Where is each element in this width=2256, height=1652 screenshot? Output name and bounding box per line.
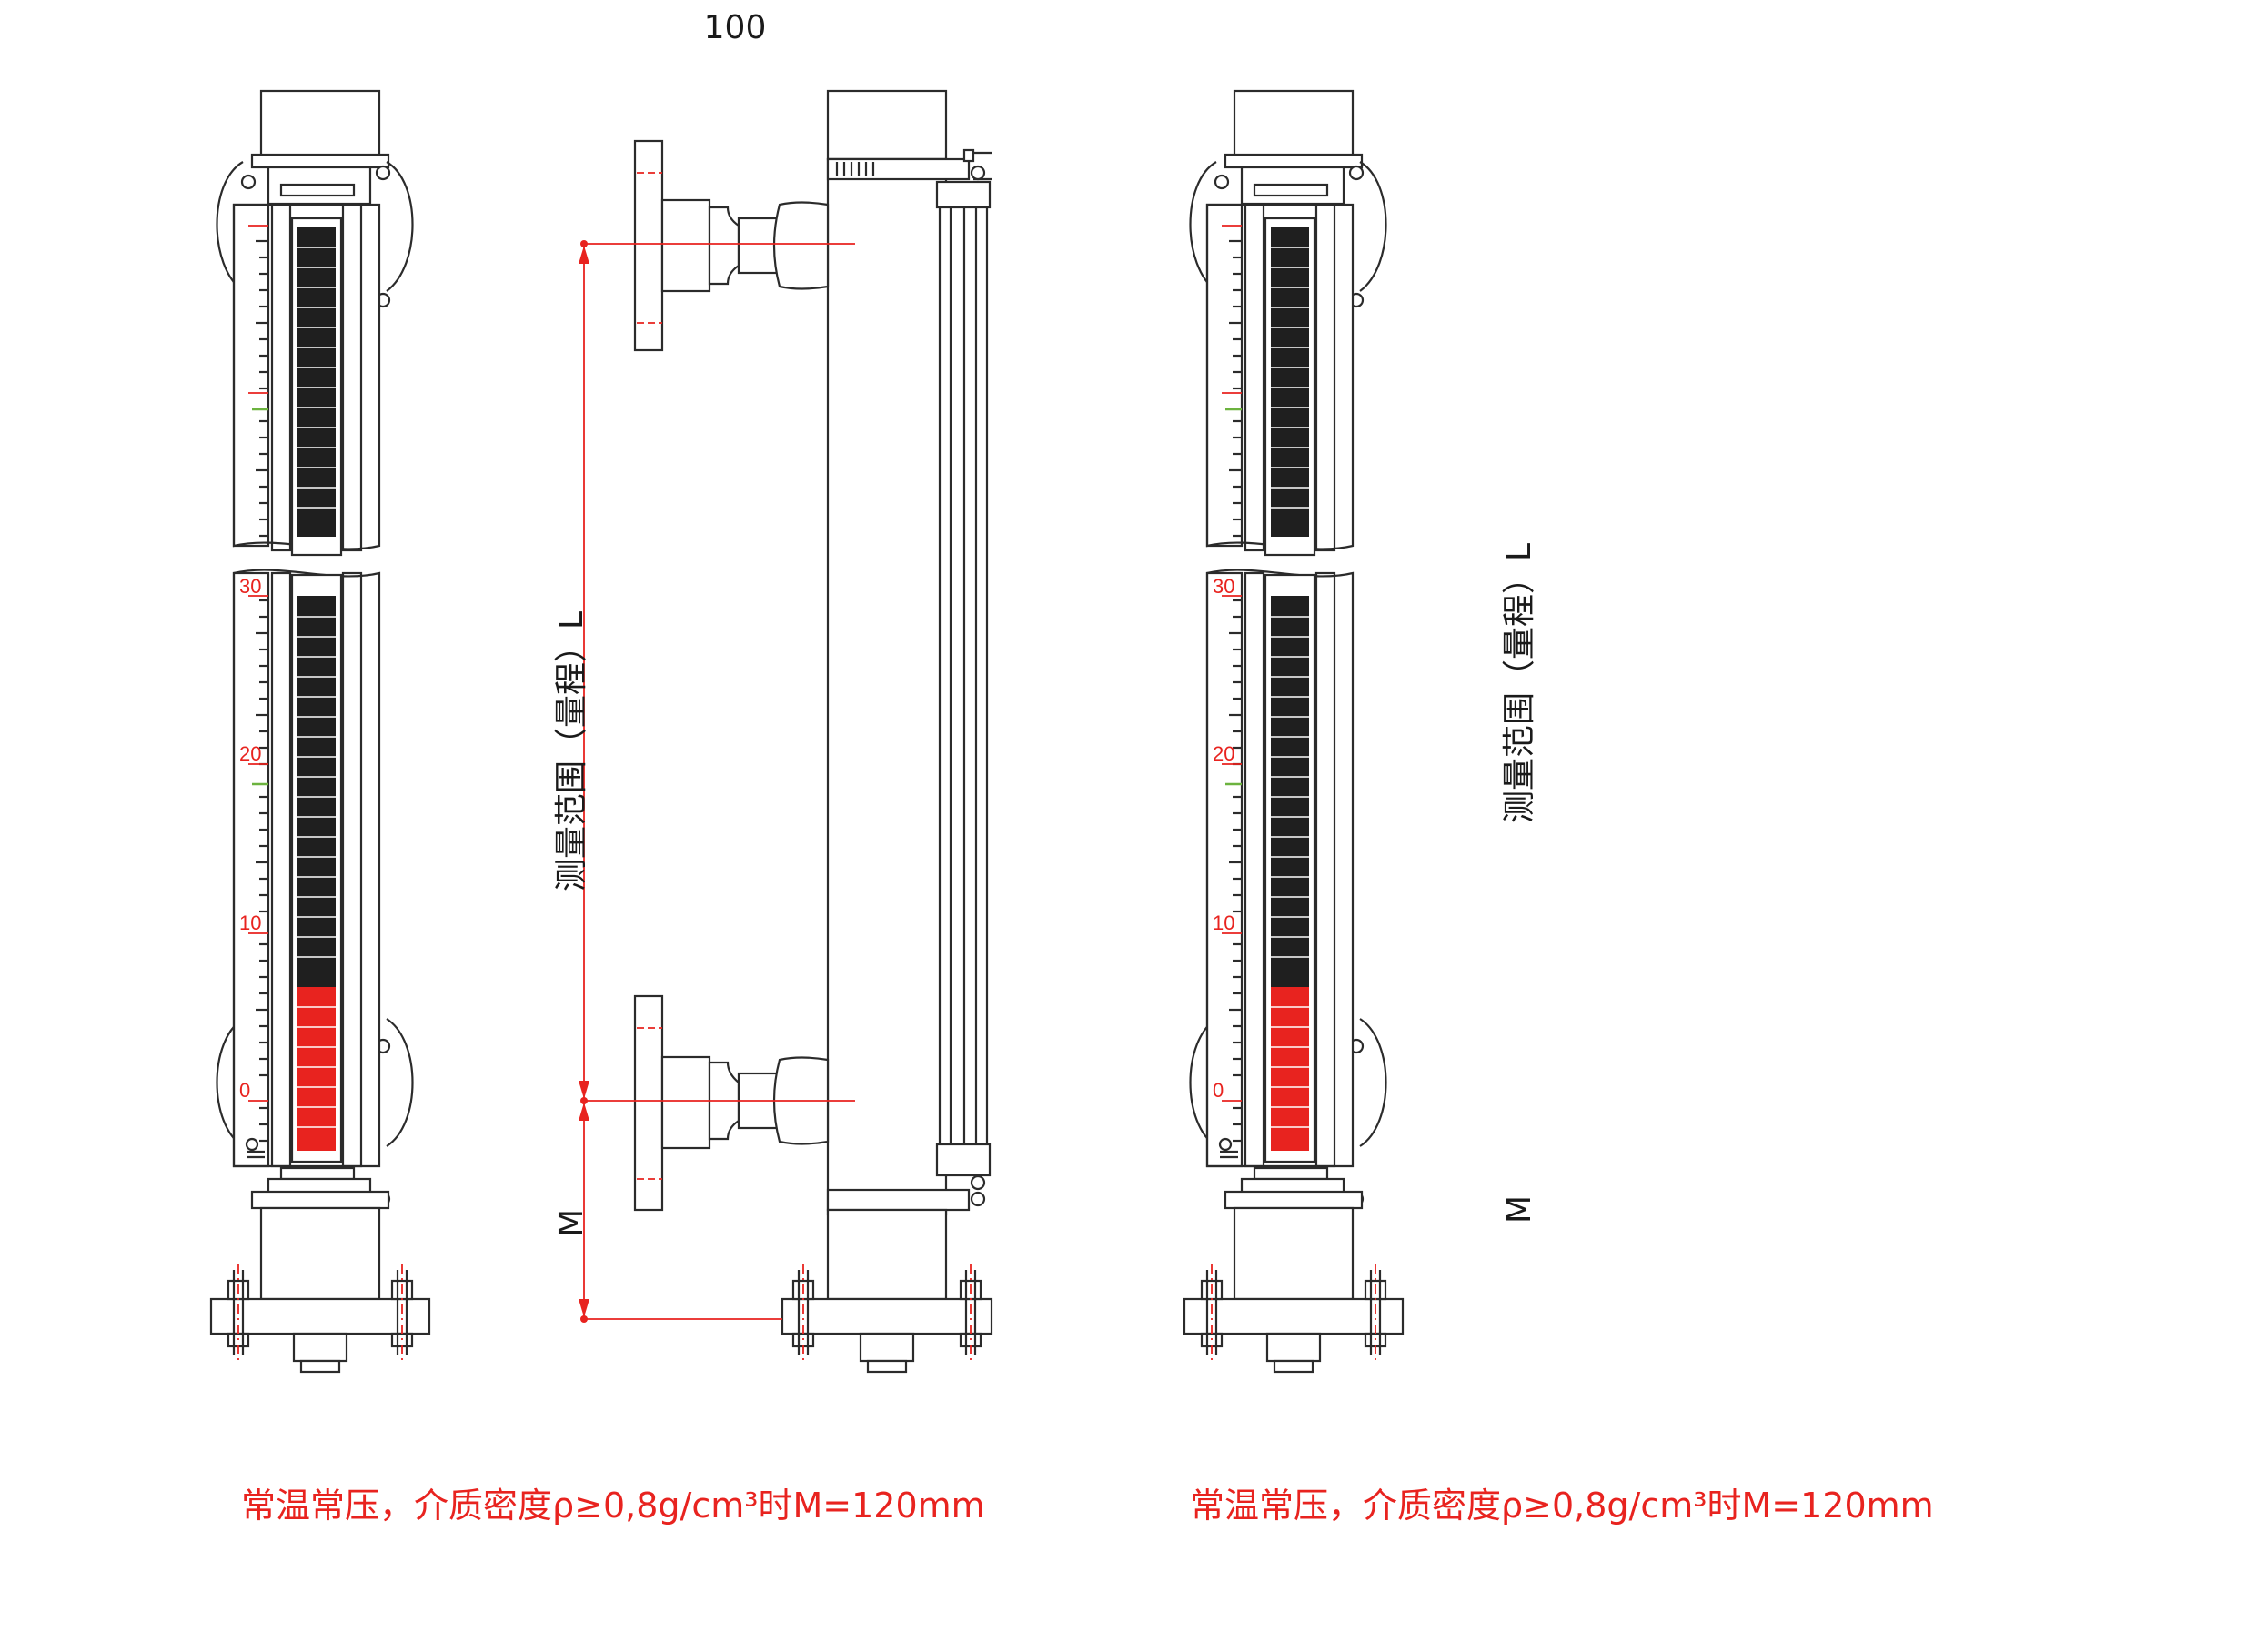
note-left: 常温常压，介质密度ρ≥0,8g/cm³时M=120mm bbox=[241, 1486, 985, 1526]
scale-label-30: 30 bbox=[1213, 575, 1234, 598]
scale-label-0: 0 bbox=[1213, 1079, 1224, 1102]
scale-label-20: 20 bbox=[239, 742, 261, 765]
scale-label-10: 10 bbox=[239, 912, 261, 934]
scale-label-10: 10 bbox=[1213, 912, 1234, 934]
dimension-top-label: 100 bbox=[704, 9, 767, 46]
gauge-front-left: 30 20 10 0 bbox=[209, 89, 431, 1374]
m-label-middle: M bbox=[553, 1209, 590, 1237]
m-label-right: M bbox=[1501, 1195, 1538, 1224]
measuring-range-label-right: 测量范围（量程）L bbox=[1501, 543, 1538, 823]
scale-label-0: 0 bbox=[239, 1079, 250, 1102]
gauge-side-view bbox=[579, 89, 993, 1374]
scale-label-20: 20 bbox=[1213, 742, 1234, 765]
measuring-range-label-middle: 测量范围（量程）L bbox=[553, 611, 590, 891]
note-right: 常温常压，介质密度ρ≥0,8g/cm³时M=120mm bbox=[1190, 1486, 1934, 1526]
scale-label-30: 30 bbox=[239, 575, 261, 598]
gauge-front-right: 30 20 10 0 bbox=[1183, 89, 1405, 1374]
